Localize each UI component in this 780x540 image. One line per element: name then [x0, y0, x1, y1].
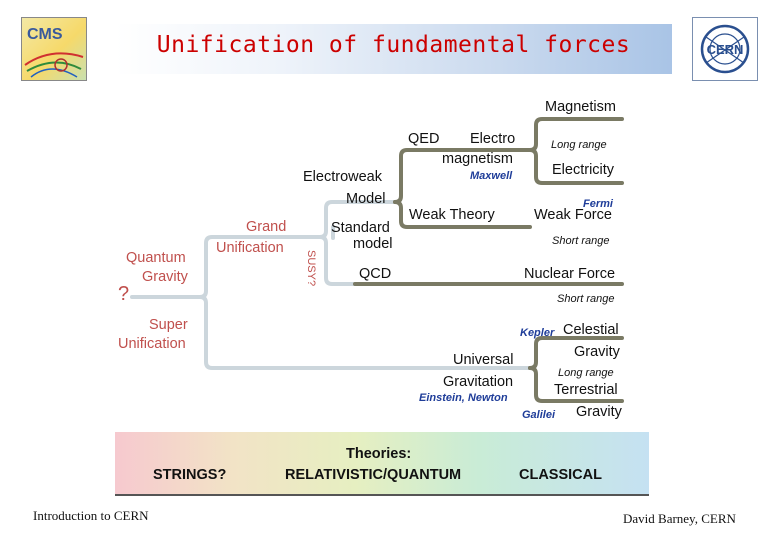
theories-band	[115, 432, 649, 496]
label-electroweak-model: Model	[346, 191, 386, 207]
label-electro: Electro	[470, 131, 516, 147]
label-super: Super	[149, 317, 188, 333]
label-fermi: Fermi	[583, 198, 613, 210]
label-long-range-em: Long range	[551, 139, 607, 151]
label-gravity-terrestrial: Gravity	[576, 404, 622, 420]
label-nuclear-force: Nuclear Force	[524, 266, 616, 282]
cms-logo-text: CMS	[27, 26, 63, 43]
cern-logo: CERN	[692, 17, 758, 81]
label-quantum: Quantum	[126, 250, 186, 266]
label-gravitation: Gravitation	[443, 374, 514, 390]
label-galilei: Galilei	[522, 409, 556, 421]
theories-classical: CLASSICAL	[519, 467, 602, 483]
label-universal: Universal	[453, 352, 514, 368]
label-qcd: QCD	[359, 266, 392, 282]
label-electromagnetism: magnetism	[442, 151, 513, 167]
label-maxwell: Maxwell	[470, 170, 513, 182]
label-super-unification: Unification	[118, 336, 186, 352]
label-grand-unification: Unification	[216, 240, 284, 256]
label-grand: Grand	[246, 219, 287, 235]
footer-right: David Barney, CERN	[623, 511, 736, 526]
label-magnetism: Magnetism	[545, 99, 616, 115]
label-qed: QED	[408, 131, 440, 147]
label-long-range-gravity: Long range	[558, 367, 614, 379]
title-bar	[115, 24, 672, 74]
label-standard-model: model	[353, 236, 393, 252]
label-susy: SUSY?	[305, 250, 317, 287]
label-short-range-weak: Short range	[552, 235, 610, 247]
label-weak-force: Weak Force	[534, 207, 612, 223]
theories-strings: STRINGS?	[153, 467, 227, 483]
label-electroweak: Electroweak	[303, 169, 382, 185]
label-standard: Standard	[331, 220, 390, 236]
label-celestial: Celestial	[563, 322, 619, 338]
slide-title: Unification of fundamental forces	[156, 32, 631, 58]
theories-relativistic-quantum: RELATIVISTIC/QUANTUM	[285, 467, 462, 483]
label-weak-theory: Weak Theory	[409, 207, 495, 223]
label-question-mark: ?	[118, 283, 130, 305]
cern-logo-text: CERN	[707, 42, 744, 57]
label-terrestrial: Terrestrial	[554, 382, 618, 398]
light-connectors	[130, 200, 532, 370]
dark-connectors	[353, 117, 624, 403]
cms-logo: CMS	[21, 17, 87, 81]
label-electricity: Electricity	[552, 162, 615, 178]
theories-heading: Theories:	[346, 446, 412, 462]
footer-left: Introduction to CERN	[33, 508, 149, 523]
label-short-range-nuclear: Short range	[557, 293, 615, 305]
label-einstein-newton: Einstein, Newton	[419, 392, 508, 404]
label-gravity-celestial: Gravity	[574, 344, 620, 360]
label-kepler: Kepler	[520, 327, 555, 339]
label-quantum-gravity: Gravity	[142, 269, 188, 285]
